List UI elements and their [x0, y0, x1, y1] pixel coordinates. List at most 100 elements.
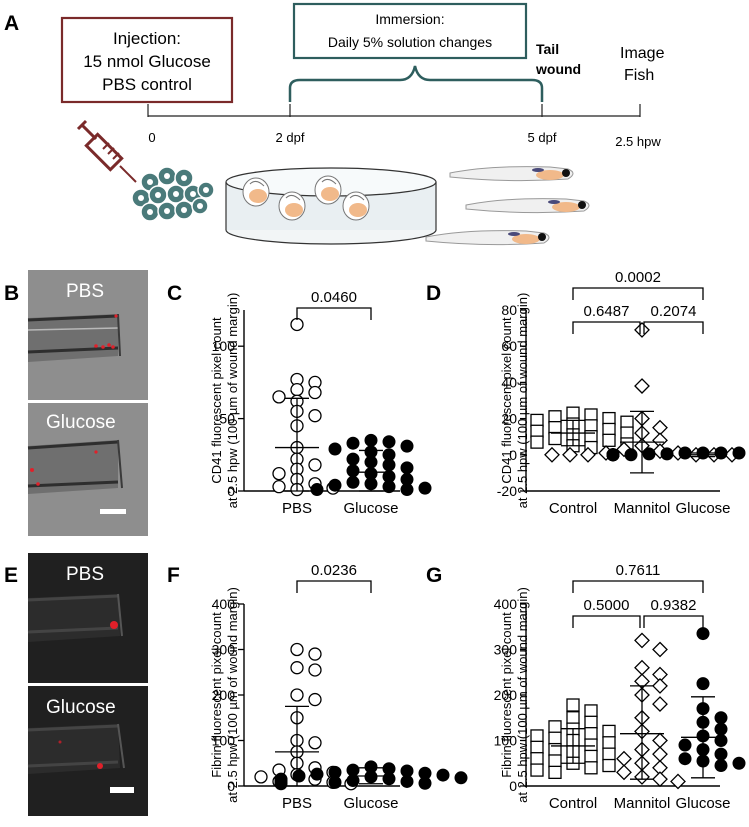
y-tick-label: 0: [227, 483, 235, 499]
data-point: [290, 688, 304, 702]
micrograph-e-pbs-label: PBS: [66, 564, 104, 585]
comparison-bracket: [296, 580, 372, 593]
timeline-tick-5dpf: 5 dpf: [528, 130, 557, 145]
data-point: [678, 752, 692, 766]
data-point: [606, 448, 620, 462]
image-fish-line1: Image: [620, 45, 665, 62]
y-tick-label: 200: [494, 687, 518, 703]
data-point: [436, 768, 450, 782]
larva-icon-1: [449, 166, 574, 182]
data-point: [530, 740, 544, 754]
immersion-box: Immersion: Daily 5% solution changes: [292, 2, 528, 60]
timeline-tick-0: 0: [148, 130, 155, 145]
micrograph-e-glucose-label: Glucose: [46, 697, 116, 718]
data-point: [602, 758, 616, 773]
y-axis-label-line1: Fibrin fluorescent pixel count: [499, 612, 514, 778]
data-point: [274, 777, 288, 791]
panel-letter-d: D: [426, 282, 441, 305]
panel-letter-e: E: [4, 564, 18, 587]
tail-wound-line1: Tail: [536, 41, 559, 57]
data-point: [308, 663, 322, 677]
data-point: [548, 765, 562, 779]
data-point: [530, 435, 544, 449]
micrograph-b-pbs: [27, 270, 148, 400]
comparison-bracket: [572, 321, 641, 334]
data-point: [584, 408, 598, 422]
data-point: [548, 720, 562, 734]
data-point: [308, 647, 322, 661]
syringe-icon: [76, 119, 137, 183]
y-axis-label-line2: at 2.5 hpw (100 µm of wound margin): [515, 293, 530, 509]
y-tick-label: 50: [219, 411, 235, 427]
p-value-label: 0.5000: [584, 597, 630, 614]
data-point: [580, 446, 596, 463]
comparison-bracket: [572, 287, 704, 300]
data-point: [584, 419, 598, 433]
p-value-label: 0.7611: [616, 562, 661, 579]
larva-icon-3: [425, 230, 550, 246]
data-point: [308, 736, 322, 750]
data-point: [566, 711, 580, 725]
data-point: [652, 746, 668, 763]
data-point: [272, 466, 286, 481]
y-tick-label: 100: [494, 733, 518, 749]
data-point: [620, 426, 634, 440]
panel-letter-b: B: [4, 282, 19, 305]
data-point: [620, 415, 634, 429]
data-point: [290, 661, 304, 675]
data-point: [602, 411, 616, 426]
y-tick-label: 80: [501, 302, 517, 318]
data-point: [544, 446, 560, 463]
data-point: [310, 767, 324, 781]
panel-letter-a: A: [4, 12, 19, 35]
data-point: [714, 711, 728, 725]
data-point: [328, 478, 342, 492]
panel-letter-c: C: [167, 282, 182, 305]
comparison-bracket: [572, 615, 641, 628]
data-point: [328, 442, 342, 456]
data-point: [616, 764, 632, 781]
micrograph-b-pbs-label: PBS: [66, 281, 104, 302]
data-point: [400, 439, 414, 453]
data-point: [346, 464, 360, 478]
y-tick-label: -20: [497, 483, 517, 499]
y-tick-label: 200: [212, 687, 236, 703]
immersion-title: Immersion:: [375, 11, 444, 27]
comparison-bracket: [643, 321, 704, 334]
y-axis-label-line1: CD41 fluorescent pixel count: [209, 317, 224, 484]
data-point: [308, 409, 322, 423]
micrograph-b-glucose-label: Glucose: [46, 412, 116, 433]
data-point: [310, 483, 324, 497]
data-point: [346, 475, 360, 489]
x-tick-label: Mannitol: [614, 795, 671, 812]
data-point: [400, 774, 414, 788]
tail-wound-line2: wound: [535, 61, 581, 77]
p-value-label: 0.6487: [584, 303, 630, 320]
p-value-label: 0.0002: [615, 269, 661, 286]
x-tick-label: Mannitol: [614, 500, 671, 517]
embryo-cell-nuclei: [138, 173, 209, 215]
data-point: [346, 774, 360, 788]
y-tick-label: 20: [501, 411, 517, 427]
y-tick-label: 40: [501, 374, 517, 390]
data-point: [272, 390, 286, 404]
data-point: [548, 754, 562, 768]
injection-line2: PBS control: [102, 75, 192, 94]
data-point: [562, 446, 578, 463]
data-point: [652, 732, 668, 749]
y-axis-label-line2: at 2.5 hpw (100 µm of wound margin): [515, 587, 530, 803]
data-point: [328, 775, 342, 789]
data-point: [272, 480, 286, 494]
micrograph-b-glucose: [27, 403, 148, 536]
data-point: [696, 627, 710, 641]
data-point: [530, 729, 544, 743]
x-tick-label: Glucose: [675, 795, 730, 812]
data-point: [566, 406, 580, 420]
comparison-bracket: [296, 307, 372, 320]
y-tick-label: 0: [509, 778, 517, 794]
micrograph-e-glucose: [27, 686, 148, 816]
data-point: [584, 715, 598, 729]
